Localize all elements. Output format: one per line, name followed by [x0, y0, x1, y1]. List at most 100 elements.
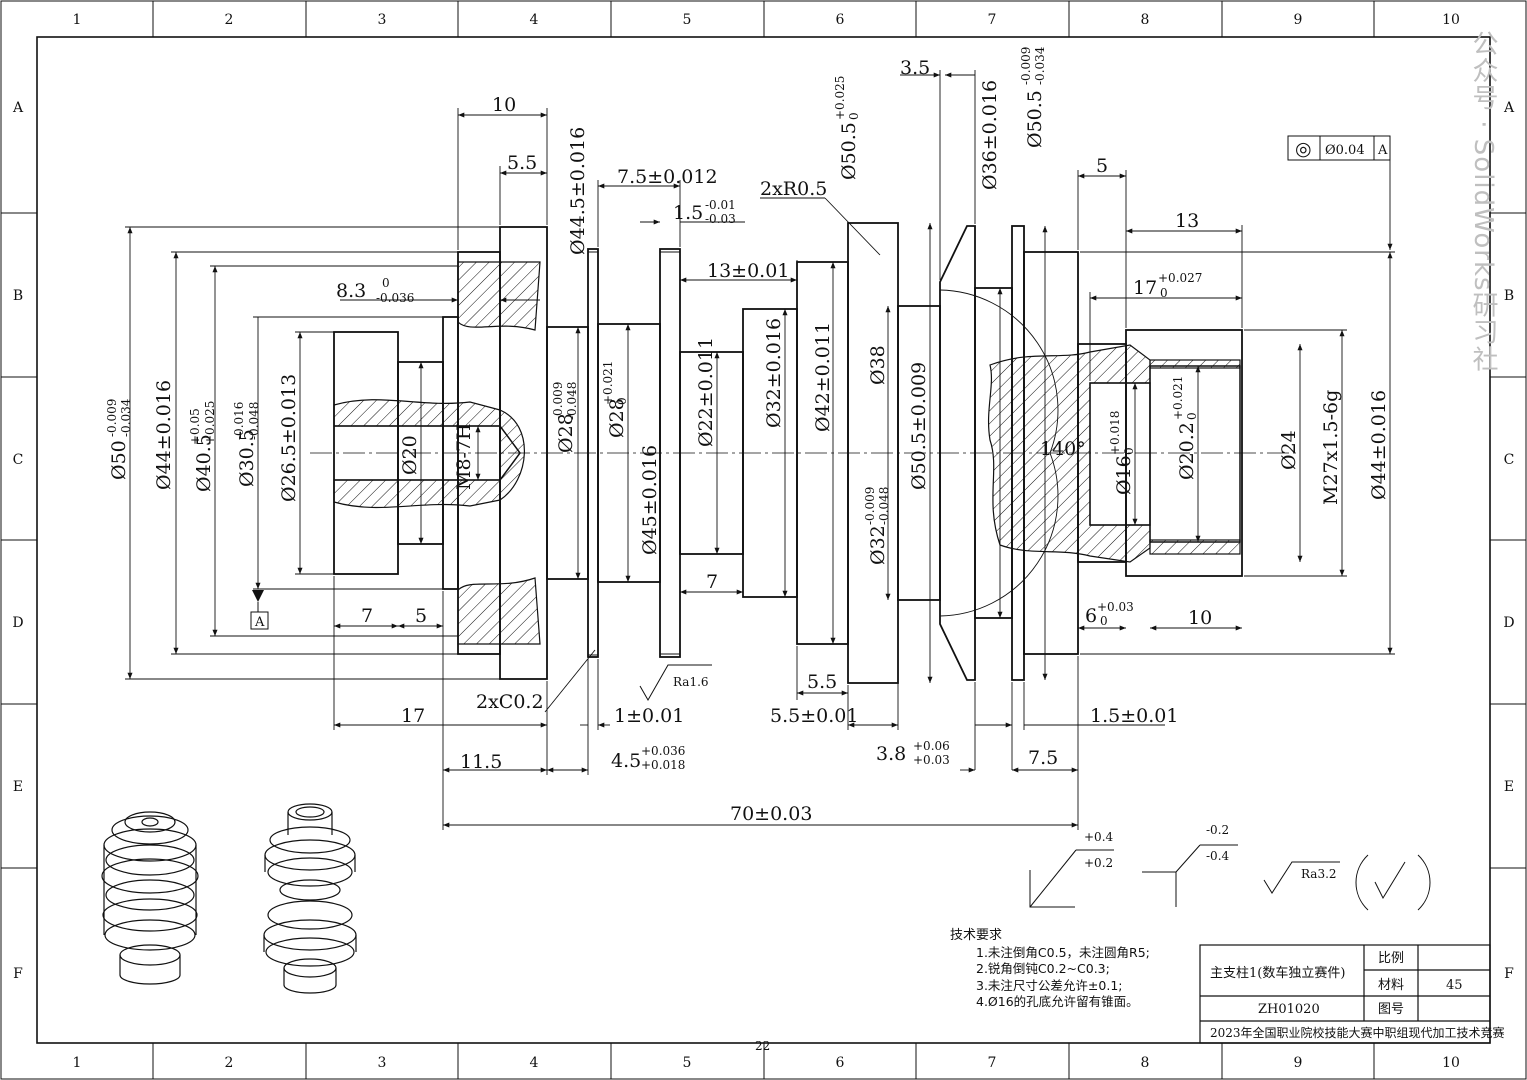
- svg-text:1: 1: [73, 12, 82, 28]
- svg-text:5: 5: [683, 12, 692, 28]
- dim-tol: -0.009: [551, 382, 565, 420]
- svg-text:10: 10: [1442, 1055, 1460, 1071]
- dim-text: 5.5: [507, 152, 537, 174]
- tolerance-frame: ◎ Ø0.04 A: [1287, 135, 1393, 250]
- dim-tol: 0: [382, 276, 390, 290]
- dim-text: Ø44±0.016: [1368, 390, 1390, 500]
- note-item: 3.未注尺寸公差允许±0.1;: [976, 977, 1123, 993]
- dim-tol: +0.025: [833, 76, 847, 120]
- svg-text:A: A: [12, 100, 24, 116]
- dim-text: Ø30.5: [236, 429, 258, 487]
- dim-text: 13: [1175, 210, 1199, 232]
- svg-text:10: 10: [1442, 12, 1460, 28]
- svg-text:C: C: [13, 452, 24, 468]
- dim-text: Ø22±0.011: [695, 337, 717, 447]
- svg-text:5: 5: [683, 1055, 692, 1071]
- svg-text:-0.4: -0.4: [1206, 849, 1230, 863]
- watermark: 公众号 · SolidWorks研习社: [1468, 30, 1498, 373]
- dim-text: 10: [1188, 607, 1212, 629]
- dim-text: Ø42±0.011: [812, 322, 834, 432]
- dim-tol: -0.048: [565, 382, 579, 420]
- svg-text:9: 9: [1294, 1055, 1303, 1071]
- dim-text: 5.5±0.01: [770, 705, 858, 727]
- title-block: [1199, 944, 1491, 1044]
- dim-tol: 0: [1100, 614, 1108, 628]
- dim-tol: +0.03: [1097, 600, 1134, 614]
- zone-labels: 1 2 3 4 5 6 7 8 9 10 1 2 3 4 5 6 7 8 9 1…: [12, 12, 1515, 1071]
- dim-text: Ø36±0.016: [979, 80, 1001, 190]
- dim-text: 6: [1085, 605, 1097, 627]
- dim-tol: -0.016: [232, 402, 246, 440]
- datum-symbol: A: [250, 590, 269, 630]
- svg-text:1: 1: [73, 1055, 82, 1071]
- dim-text: 3.5: [900, 57, 930, 79]
- dim-text: 1.5: [673, 202, 703, 224]
- dim-text: 2xR0.5: [760, 178, 827, 200]
- svg-text:+0.2: +0.2: [1084, 856, 1113, 870]
- dim-text: Ø20.2: [1176, 422, 1198, 480]
- svg-text:F: F: [13, 966, 23, 982]
- dim-text: Ø24: [1278, 430, 1300, 470]
- svg-text:2: 2: [225, 1055, 234, 1071]
- dim-tol: -0.034: [1033, 46, 1047, 85]
- dim-text: 8.3: [336, 280, 366, 302]
- svg-text:D: D: [1503, 615, 1514, 631]
- iso-view-right: [263, 803, 357, 994]
- note-item: 1.未注倒角C0.5，未注圆角R5;: [976, 944, 1150, 960]
- dim-tol: +0.018: [1108, 411, 1122, 455]
- dim-tol: -0.036: [376, 291, 414, 305]
- dim-text: 3.8: [876, 743, 906, 765]
- svg-text:A: A: [254, 615, 265, 630]
- svg-text:3: 3: [378, 1055, 387, 1071]
- dim-text: 2xC0.2: [476, 691, 544, 713]
- svg-text:B: B: [1504, 288, 1514, 304]
- svg-text:7: 7: [988, 1055, 997, 1071]
- dim-text: Ø16: [1113, 455, 1135, 495]
- dim-tol: -0.034: [119, 398, 133, 437]
- internal-bores: [334, 251, 1241, 656]
- dim-tol: +0.06: [913, 739, 950, 753]
- dim-text: 17: [1133, 277, 1157, 299]
- svg-text:3: 3: [378, 12, 387, 28]
- svg-text:2: 2: [225, 12, 234, 28]
- dim-tol: +0.025: [203, 401, 217, 445]
- dim-tol: +0.05: [188, 408, 202, 445]
- svg-text:-0.2: -0.2: [1206, 823, 1229, 837]
- svg-text:F: F: [1504, 966, 1514, 982]
- note-item: 4.Ø16的孔底允许留有锥面。: [976, 994, 1139, 1009]
- svg-text:E: E: [1504, 779, 1514, 795]
- tolerance-legend-texts: +0.4 +0.2 -0.2 -0.4 Ra3.2: [1084, 823, 1337, 881]
- tolerance-legend: [1029, 844, 1431, 911]
- roughness-symbol: Ra1.6: [639, 664, 712, 702]
- svg-text:B: B: [13, 288, 23, 304]
- dim-text: 5: [1096, 155, 1108, 177]
- svg-text:6: 6: [836, 12, 845, 28]
- dim-tol: 0: [1185, 412, 1199, 420]
- dim-tol: +0.027: [1158, 271, 1202, 285]
- dim-text: Ø44.5±0.016: [567, 127, 589, 255]
- drawing-code: ZH01020: [1258, 1002, 1320, 1017]
- svg-text:◎: ◎: [1295, 138, 1312, 160]
- scale-label: 比例: [1378, 951, 1404, 966]
- dim-text: 7.5±0.012: [617, 166, 718, 188]
- material-label: 材料: [1378, 978, 1404, 993]
- svg-text:8: 8: [1141, 1055, 1150, 1071]
- svg-text:Ø0.04: Ø0.04: [1325, 143, 1365, 158]
- dim-text: 11.5: [460, 751, 502, 773]
- drawing-no-label: 图号: [1378, 1002, 1404, 1017]
- svg-text:A: A: [1503, 100, 1515, 116]
- svg-text:E: E: [13, 779, 23, 795]
- dim-text: Ø50.5: [1024, 90, 1046, 148]
- dim-text: 140°: [1040, 438, 1086, 460]
- dimension-texts: 10 5.5 7.5±0.012 1.5 -0.01 -0.03 2xR0.5 …: [105, 46, 1390, 825]
- dim-tol: 0: [1160, 286, 1168, 300]
- svg-text:8: 8: [1141, 12, 1150, 28]
- iso-view-left: [101, 811, 199, 985]
- dim-tol: 0: [615, 397, 629, 405]
- dim-tol: -0.009: [1019, 47, 1033, 85]
- dim-text: 7.5: [1028, 747, 1058, 769]
- material-value: 45: [1446, 978, 1463, 993]
- dim-text: Ø28: [555, 413, 577, 453]
